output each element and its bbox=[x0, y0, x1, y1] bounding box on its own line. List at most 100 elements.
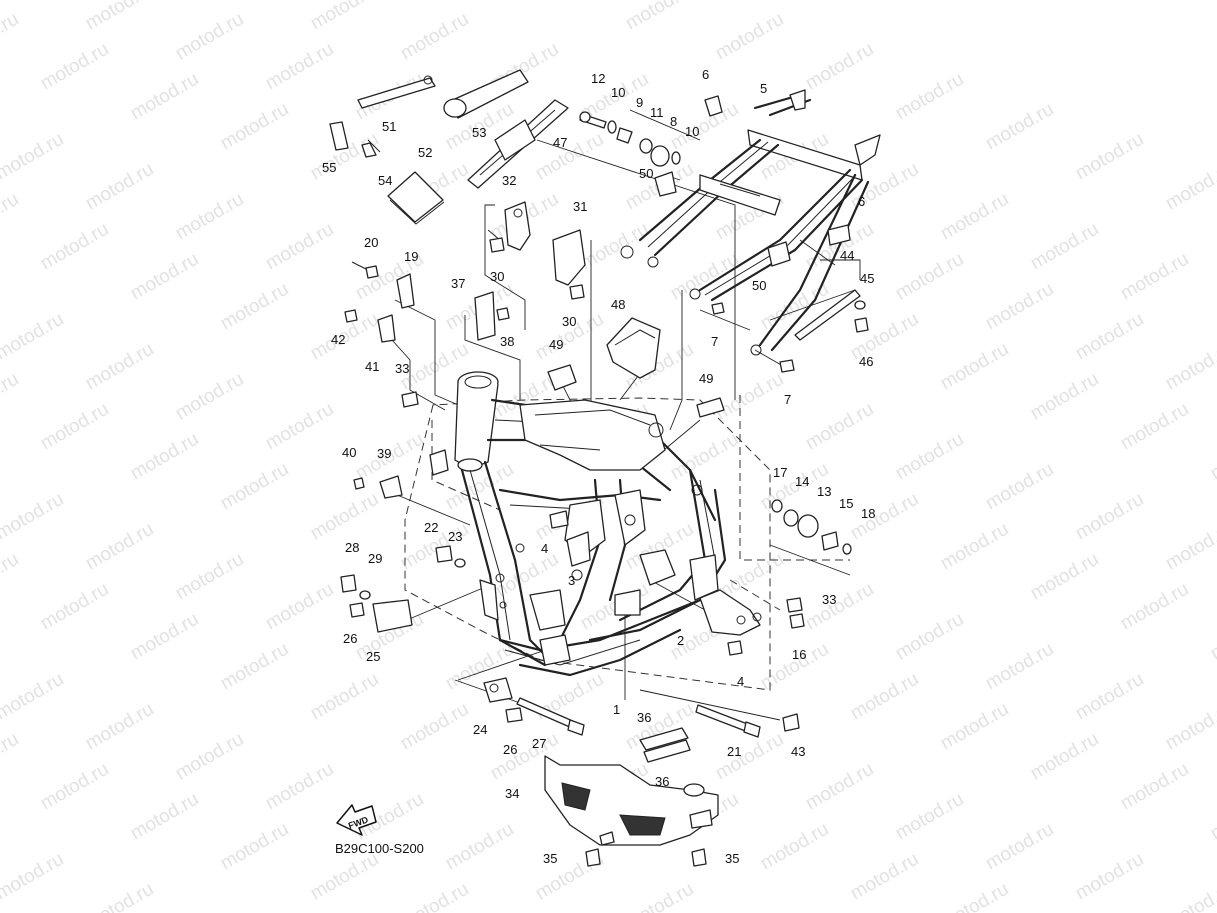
skid-plate bbox=[544, 755, 719, 846]
watermark-text: motod.ru bbox=[712, 729, 787, 785]
callout-15: 15 bbox=[839, 496, 853, 511]
brace-bar bbox=[794, 289, 861, 341]
watermark-text: motod.ru bbox=[0, 489, 67, 545]
callout-3: 3 bbox=[568, 573, 575, 588]
screw bbox=[353, 477, 365, 490]
callout-2: 2 bbox=[677, 633, 684, 648]
callout-24: 24 bbox=[473, 722, 487, 737]
watermark-text: motod.ru bbox=[982, 819, 1057, 875]
callout-35: 35 bbox=[725, 851, 739, 866]
bolt bbox=[569, 284, 585, 300]
watermark-text: motod.ru bbox=[397, 699, 472, 755]
callout-13: 13 bbox=[817, 484, 831, 499]
watermark-text: motod.ru bbox=[1117, 759, 1192, 815]
callout-43: 43 bbox=[791, 744, 805, 759]
watermark-text: motod.ru bbox=[982, 459, 1057, 515]
watermark-text: motod.ru bbox=[82, 879, 157, 913]
watermark-text: motod.ru bbox=[1117, 579, 1192, 635]
watermark-text: motod.ru bbox=[37, 759, 112, 815]
watermark-text: motod.ru bbox=[532, 0, 607, 4]
callout-34: 34 bbox=[505, 786, 519, 801]
watermark-text: motod.ru bbox=[1117, 249, 1192, 305]
callout-33: 33 bbox=[822, 592, 836, 607]
bolt bbox=[401, 391, 419, 408]
bolt bbox=[711, 302, 725, 315]
watermark-text: motod.ru bbox=[1117, 399, 1192, 455]
callout-20: 20 bbox=[364, 235, 378, 250]
watermark-text: motod.ru bbox=[82, 0, 157, 34]
washer bbox=[854, 300, 866, 310]
washer bbox=[771, 499, 783, 513]
callout-10: 10 bbox=[685, 124, 699, 139]
rear-subframe[interactable] bbox=[620, 89, 881, 356]
callout-4: 4 bbox=[541, 541, 548, 556]
washer bbox=[842, 543, 852, 555]
watermark-text: motod.ru bbox=[37, 579, 112, 635]
watermark-text: motod.ru bbox=[1162, 519, 1217, 575]
callout-41: 41 bbox=[365, 359, 379, 374]
watermark-text: motod.ru bbox=[982, 99, 1057, 155]
label-sheet bbox=[387, 171, 444, 223]
callout-12: 12 bbox=[591, 71, 605, 86]
callout-53: 53 bbox=[472, 125, 486, 140]
watermark-text: motod.ru bbox=[1027, 729, 1102, 785]
watermark-text: motod.ru bbox=[127, 609, 202, 665]
watermark-text: motod.ru bbox=[802, 759, 877, 815]
washer bbox=[607, 120, 617, 134]
wrench-tool bbox=[357, 77, 436, 109]
bushing bbox=[783, 509, 799, 527]
bolt bbox=[585, 848, 601, 867]
watermark-text: motod.ru bbox=[667, 249, 742, 305]
callout-32: 32 bbox=[502, 173, 516, 188]
callout-36: 36 bbox=[655, 774, 669, 789]
collar bbox=[616, 127, 633, 144]
watermark-text: motod.ru bbox=[1162, 699, 1217, 755]
bracket bbox=[699, 589, 761, 636]
main-frame[interactable] bbox=[429, 371, 727, 677]
watermark-text: motod.ru bbox=[892, 249, 967, 305]
watermark-text: motod.ru bbox=[0, 669, 67, 725]
bolt bbox=[505, 707, 523, 723]
fwd-arrow-icon: FWD bbox=[336, 804, 377, 836]
watermark-text: motod.ru bbox=[982, 279, 1057, 335]
tag-label bbox=[704, 95, 723, 117]
watermark-text: motod.ru bbox=[37, 399, 112, 455]
watermark-text: motod.ru bbox=[127, 429, 202, 485]
bolt bbox=[691, 848, 707, 867]
watermark-text: motod.ru bbox=[1162, 159, 1217, 215]
watermark-text: motod.ru bbox=[937, 519, 1012, 575]
watermark-text: motod.ru bbox=[217, 99, 292, 155]
callout-10: 10 bbox=[611, 85, 625, 100]
callout-30: 30 bbox=[490, 269, 504, 284]
watermark-text: motod.ru bbox=[82, 699, 157, 755]
watermark-text: motod.ru bbox=[82, 159, 157, 215]
watermark-text: motod.ru bbox=[127, 69, 202, 125]
callout-26: 26 bbox=[343, 631, 357, 646]
callout-30: 30 bbox=[562, 314, 576, 329]
callout-46: 46 bbox=[859, 354, 873, 369]
watermark-text: motod.ru bbox=[0, 369, 22, 425]
callout-7: 7 bbox=[784, 392, 791, 407]
nut bbox=[340, 574, 357, 593]
watermark-text: motod.ru bbox=[262, 579, 337, 635]
watermark-text: motod.ru bbox=[667, 99, 742, 155]
callout-11: 11 bbox=[650, 105, 664, 120]
watermark-text: motod.ru bbox=[0, 729, 22, 785]
watermark-text: motod.ru bbox=[0, 9, 22, 65]
callout-52: 52 bbox=[418, 145, 432, 160]
callout-47: 47 bbox=[553, 135, 567, 150]
watermark-text: motod.ru bbox=[82, 339, 157, 395]
watermark-text: motod.ru bbox=[217, 459, 292, 515]
watermark-text: motod.ru bbox=[892, 609, 967, 665]
watermark-text: motod.ru bbox=[217, 639, 292, 695]
callout-22: 22 bbox=[424, 520, 438, 535]
collar-bolt bbox=[329, 121, 349, 151]
watermark-text: motod.ru bbox=[892, 789, 967, 845]
callout-45: 45 bbox=[860, 271, 874, 286]
watermark-text: motod.ru bbox=[1072, 309, 1147, 365]
callout-49: 49 bbox=[549, 337, 563, 352]
cable-guide bbox=[396, 273, 415, 309]
callout-38: 38 bbox=[500, 334, 514, 349]
screw bbox=[782, 713, 800, 732]
bushing-large bbox=[797, 514, 819, 538]
